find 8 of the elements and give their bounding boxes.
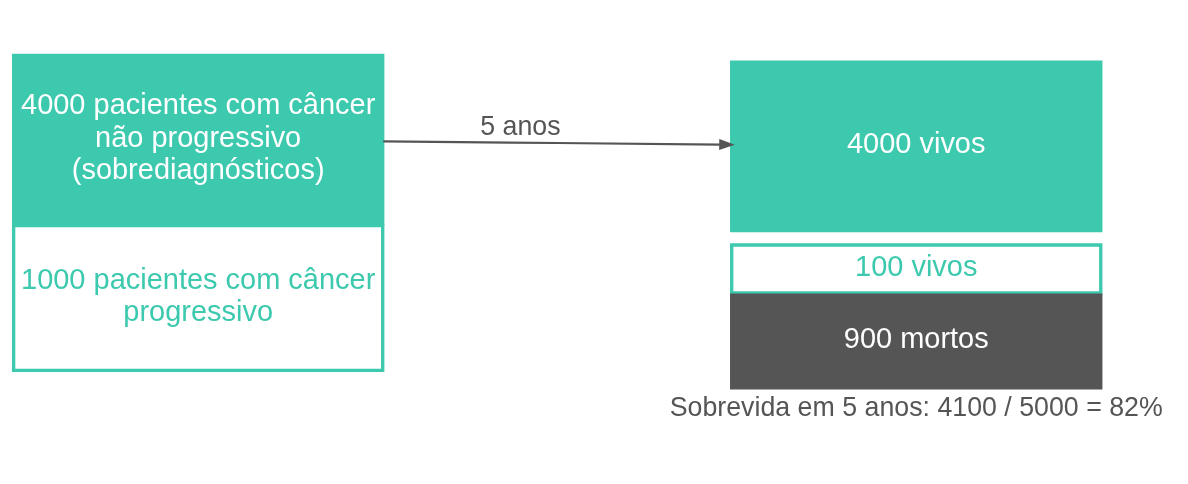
node-box: 100 vivos <box>730 242 1103 295</box>
node-box: 4000 pacientes com câncer não progressivo (sobrediagnósticos) <box>12 53 385 225</box>
node-box: 4000 vivos <box>730 60 1103 232</box>
node-box: 900 mortos <box>730 293 1103 389</box>
edge-label: 5 anos <box>480 110 561 141</box>
node-box: 1000 pacientes com câncer progressivo <box>12 223 385 372</box>
arrow <box>383 138 735 150</box>
label: Sobrevida em 5 anos: 4100 / 5000 = 82% <box>669 391 1163 422</box>
